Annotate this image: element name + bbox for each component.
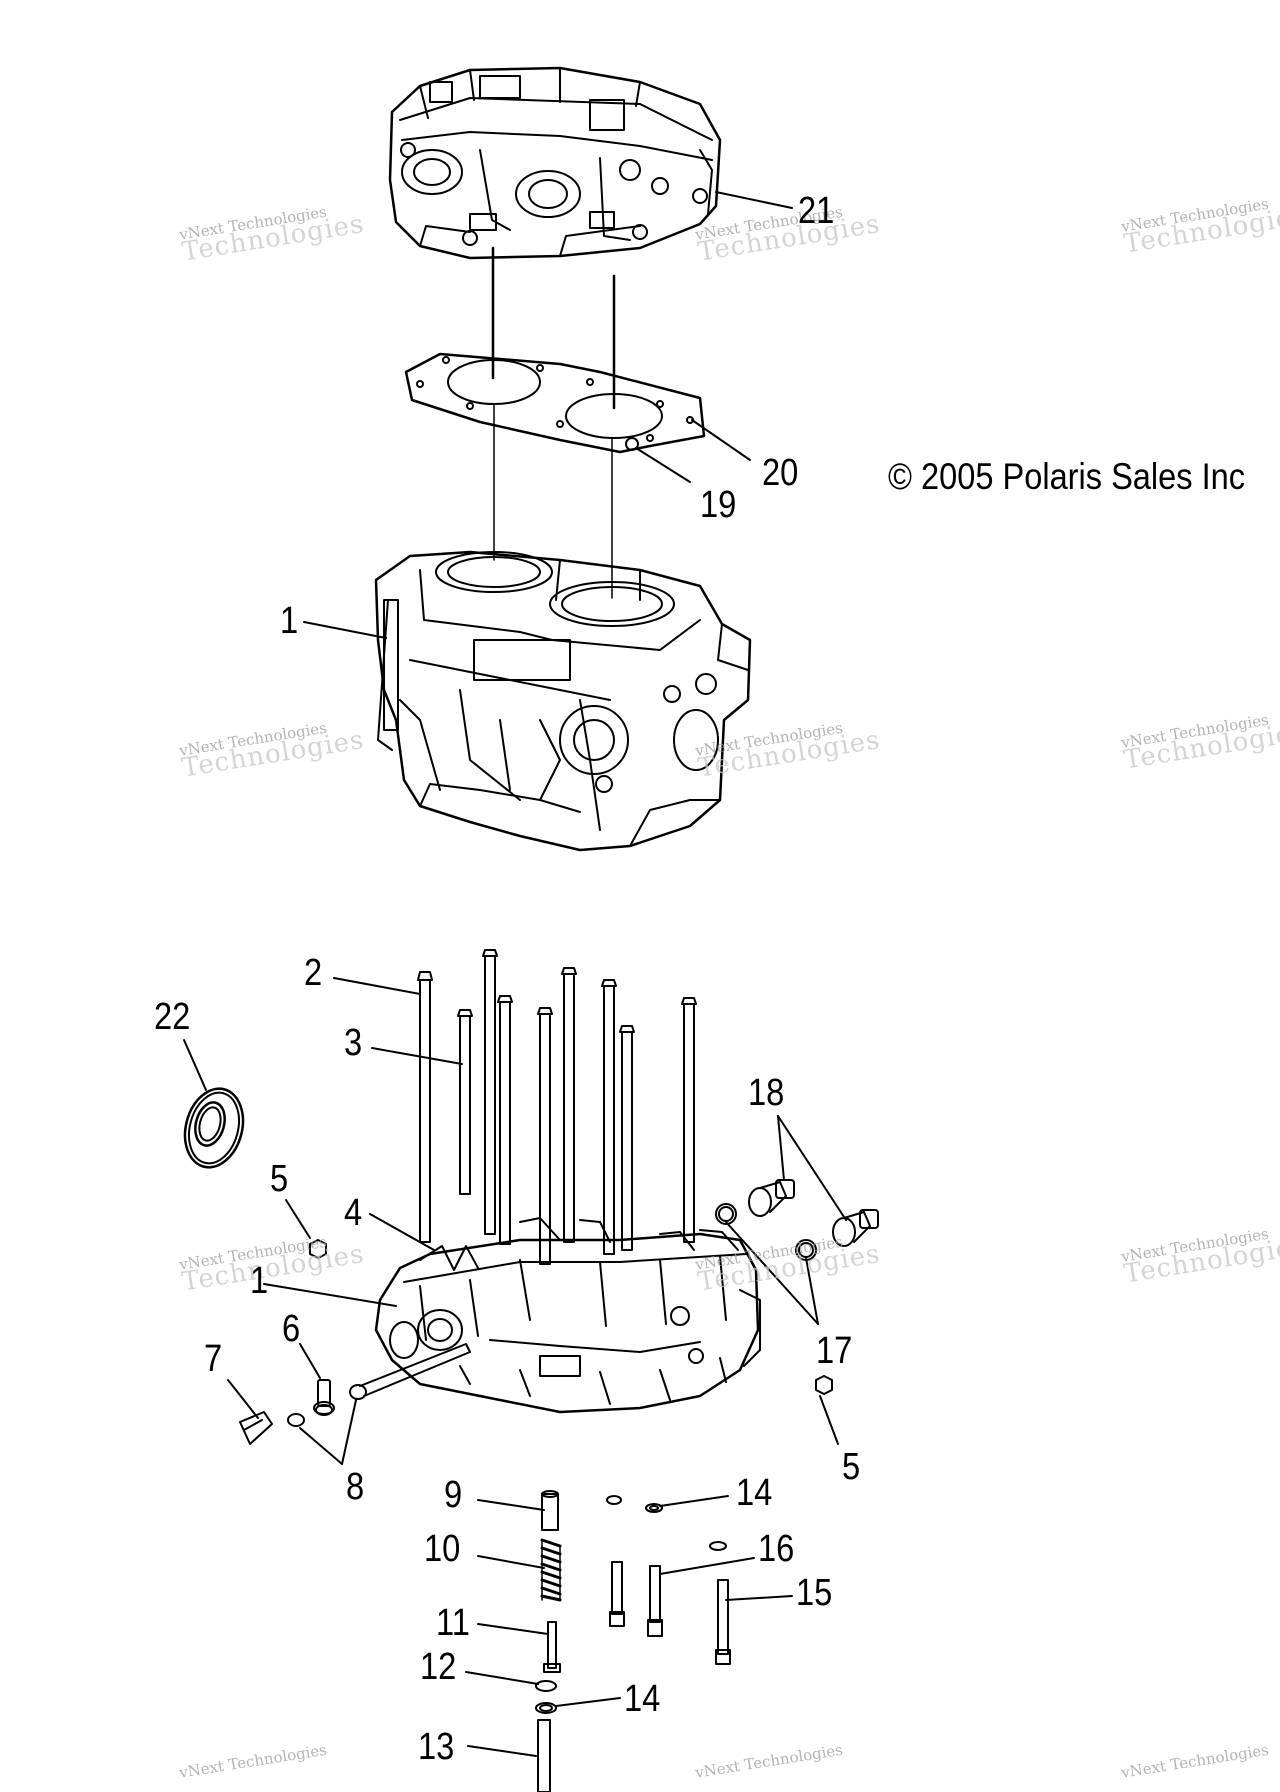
copyright-notice: © 2005 Polaris Sales Inc (888, 456, 1246, 497)
callout-10[interactable]: 10 (424, 1528, 461, 1570)
cylinder-block (374, 550, 752, 852)
callout-17[interactable]: 17 (816, 1330, 853, 1372)
callout-5-right[interactable]: 5 (842, 1446, 861, 1488)
callout-21[interactable]: 21 (798, 190, 835, 232)
callout-5-left[interactable]: 5 (270, 1158, 289, 1200)
callout-11[interactable]: 11 (436, 1602, 470, 1644)
callout-12[interactable]: 12 (420, 1646, 457, 1688)
callout-15[interactable]: 15 (796, 1572, 833, 1614)
hose-fittings (748, 1179, 879, 1247)
callout-8[interactable]: 8 (346, 1466, 365, 1508)
callout-6[interactable]: 6 (282, 1308, 301, 1350)
crankcase-studs (417, 949, 697, 1265)
callout-2[interactable]: 2 (304, 952, 323, 994)
callout-9[interactable]: 9 (444, 1474, 463, 1516)
spring (540, 1538, 562, 1602)
callout-14-bottom[interactable]: 14 (624, 1678, 661, 1720)
callout-19[interactable]: 19 (700, 484, 737, 526)
callout-20[interactable]: 20 (762, 452, 799, 494)
callout-1-crankcase[interactable]: 1 (250, 1260, 269, 1302)
callout-18[interactable]: 18 (748, 1072, 785, 1114)
callout-3[interactable]: 3 (344, 1022, 363, 1064)
callout-4[interactable]: 4 (344, 1192, 363, 1234)
crankcase (374, 1217, 761, 1414)
callout-7[interactable]: 7 (204, 1338, 223, 1380)
head-gasket (404, 352, 706, 454)
callout-22[interactable]: 22 (154, 996, 191, 1038)
cylinder-head (388, 66, 722, 260)
callout-14-top[interactable]: 14 (736, 1472, 773, 1514)
callout-13[interactable]: 13 (418, 1726, 455, 1768)
crankshaft-seal (183, 1087, 245, 1169)
banjo-fitting (313, 1379, 335, 1416)
callout-16[interactable]: 16 (758, 1528, 795, 1570)
callout-1-block[interactable]: 1 (280, 600, 299, 642)
